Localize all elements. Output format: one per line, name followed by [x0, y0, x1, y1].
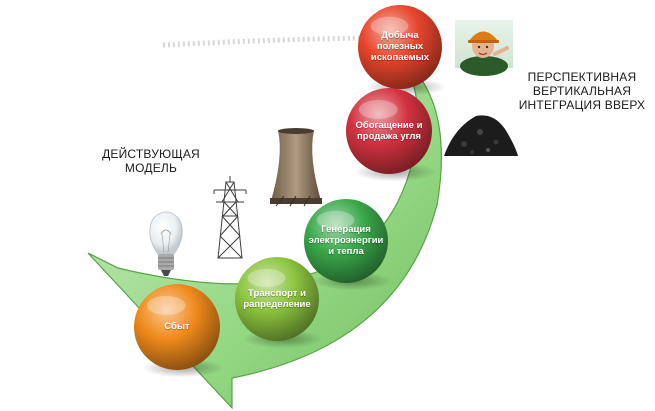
current-model-caption: ДЕЙСТВУЮЩАЯ МОДЕЛЬ [96, 147, 206, 175]
perspective-line-2: ВЕРТИКАЛЬНАЯ [532, 84, 632, 98]
miner-photo-icon [455, 20, 513, 76]
light-bulb-icon [149, 211, 183, 276]
stage-enrichment-label: Обогащение и продажа угля [355, 119, 423, 142]
stage-generation-label: Генерация электроэнергии и тепла [308, 224, 384, 258]
perspective-line-1: ПЕРСПЕКТИВНАЯ [527, 70, 637, 84]
guide-arc [162, 35, 361, 48]
stage-transport-sphere-highlight [247, 268, 286, 288]
current-model-line-2: МОДЕЛЬ [124, 161, 178, 175]
stage-sales-label: Сбыт [164, 321, 190, 333]
perspective-caption: ПЕРСПЕКТИВНАЯ ВЕРТИКАЛЬНАЯ ИНТЕГРАЦИЯ ВВ… [516, 70, 648, 112]
stage-sales-sphere-highlight [146, 296, 186, 315]
stage-enrichment-sphere-highlight [358, 100, 398, 119]
stage-extraction-sphere-highlight [370, 16, 409, 36]
cooling-tower-icon [270, 128, 322, 207]
stage-sales-sphere [134, 284, 220, 370]
stage-extraction-sphere [358, 5, 442, 89]
coal-pile-icon [444, 115, 518, 156]
stage-transport-label: Транспорт и рапределение [243, 287, 311, 310]
current-model-line-1: ДЕЙСТВУЮЩАЯ [102, 147, 200, 161]
stage-extraction-label: Добыча полезных ископаемых [370, 30, 430, 64]
stage-generation-sphere-highlight [316, 210, 355, 230]
stage-generation-sphere [304, 199, 388, 283]
power-pylon-icon [213, 176, 247, 259]
stage-enrichment-sphere [346, 88, 432, 174]
perspective-line-3: ИНТЕГРАЦИЯ ВВЕРХ [518, 98, 646, 112]
stage-transport-sphere [235, 257, 319, 341]
